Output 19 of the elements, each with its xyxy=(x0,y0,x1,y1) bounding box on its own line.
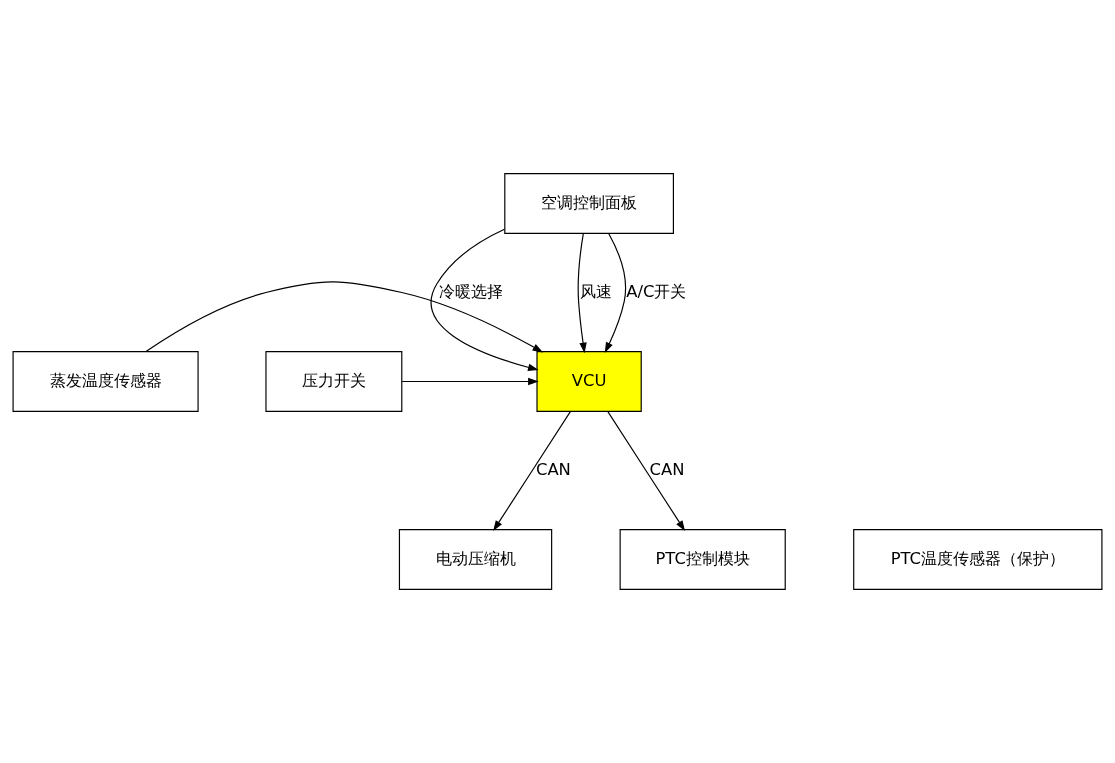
arrow xyxy=(493,411,571,532)
node-box: 电动压缩机 xyxy=(398,529,553,590)
edge-label: 风速 xyxy=(579,281,612,301)
node-box: 空调控制面板 xyxy=(504,173,674,234)
edge-label: CAN xyxy=(535,459,571,479)
arrow xyxy=(607,411,686,532)
edge-label: 冷暖选择 xyxy=(438,281,503,301)
arrow xyxy=(145,281,544,353)
arrow xyxy=(577,233,587,354)
edge-label: CAN xyxy=(649,459,685,479)
node-box: VCU xyxy=(536,351,642,412)
arrow xyxy=(604,233,627,353)
node-box: 蒸发温度传感器 xyxy=(12,351,199,412)
node-box: PTC温度传感器（保护） xyxy=(853,529,1103,590)
arrow xyxy=(401,377,539,386)
edge-label: A/C开关 xyxy=(626,281,687,301)
arrow xyxy=(430,228,539,371)
node-box: 压力开关 xyxy=(265,351,403,412)
node-box: PTC控制模块 xyxy=(619,529,786,590)
